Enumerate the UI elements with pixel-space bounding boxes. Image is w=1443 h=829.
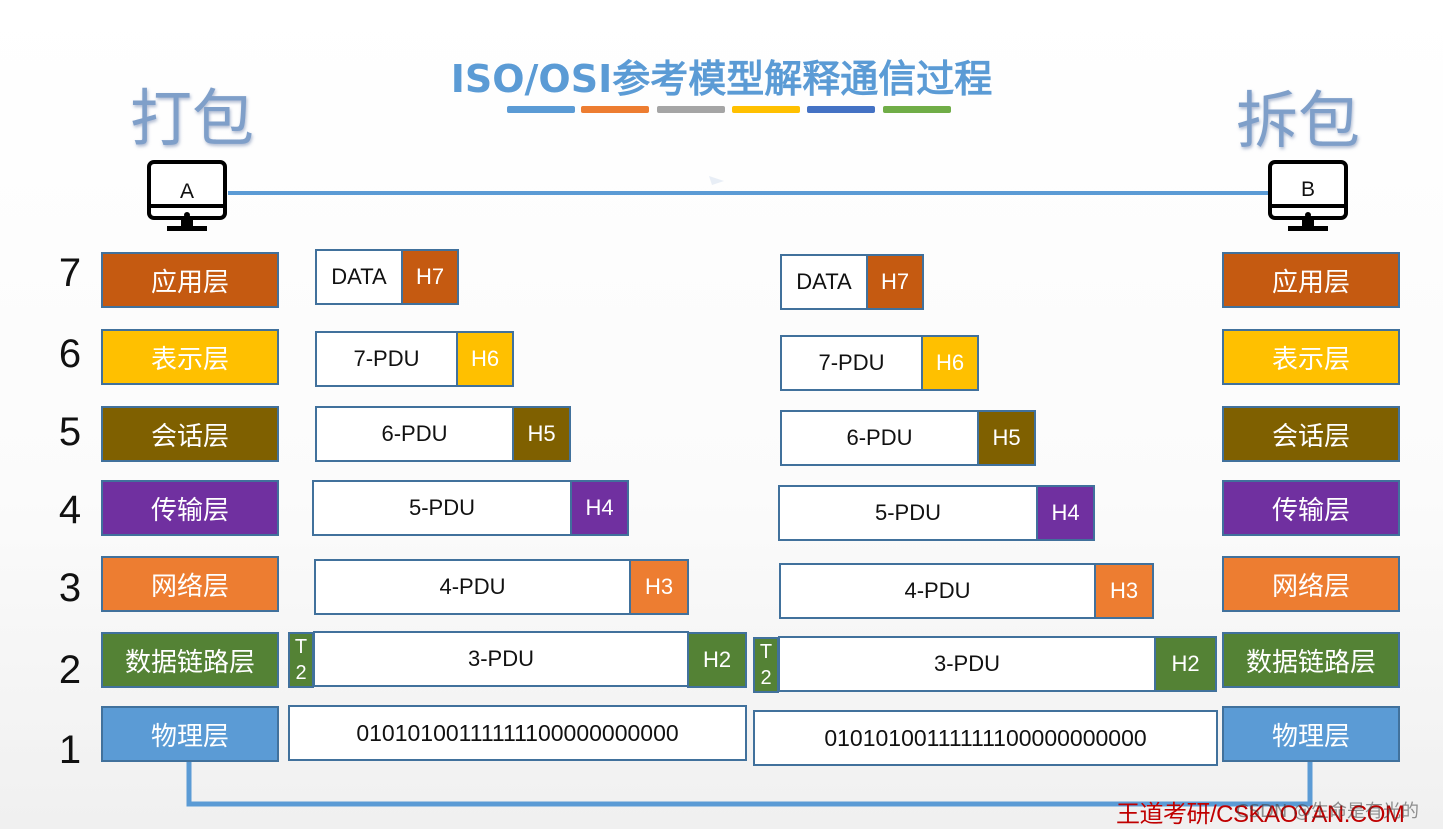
pdu-3-left: 3-PDU xyxy=(313,631,689,687)
header-h2-left: H2 xyxy=(687,632,747,688)
header-h7-right: H7 xyxy=(866,254,924,310)
pdu-5-right: 5-PDU xyxy=(778,485,1038,541)
pdu-6-right: 6-PDU xyxy=(780,410,979,466)
pdu-6-left: 6-PDU xyxy=(315,406,514,462)
row-number-1: 1 xyxy=(58,728,82,772)
packet-arrow-icon xyxy=(709,176,724,185)
header-h5-left: H5 xyxy=(512,406,571,462)
pdu-7-left: 7-PDU xyxy=(315,331,458,387)
header-h2-right: H2 xyxy=(1154,636,1217,692)
header-h6-right: H6 xyxy=(921,335,979,391)
trailer-t2-right: T 2 xyxy=(753,637,779,693)
physical-medium-line xyxy=(186,762,1313,807)
layer-session-right: 会话层 xyxy=(1222,406,1400,462)
trailer-t2-right-digit: 2 xyxy=(760,667,772,689)
row-number-4: 4 xyxy=(58,488,82,532)
layer-application-left: 应用层 xyxy=(101,252,279,308)
layer-session-left: 会话层 xyxy=(101,406,279,462)
layer-physical-right: 物理层 xyxy=(1222,706,1400,762)
pdu-5-left: 5-PDU xyxy=(312,480,572,536)
header-h5-right: H5 xyxy=(977,410,1036,466)
pdu-3-right: 3-PDU xyxy=(778,636,1156,692)
monitor-icon xyxy=(1268,160,1348,231)
layer-datalink-right: 数据链路层 xyxy=(1222,632,1400,688)
unpack-label: 拆包 xyxy=(1236,84,1361,157)
layer-presentation-left: 表示层 xyxy=(101,329,279,385)
bitstream-right: 01010100111111100000000000 xyxy=(753,710,1218,766)
row-number-3: 3 xyxy=(58,566,82,610)
pack-label: 打包 xyxy=(130,82,255,155)
pdu-4-right: 4-PDU xyxy=(779,563,1096,619)
pdu-data-left: DATA xyxy=(315,249,403,305)
pdu-7-right: 7-PDU xyxy=(780,335,923,391)
layer-physical-left: 物理层 xyxy=(101,706,279,762)
host-b: B xyxy=(1268,160,1348,232)
trailer-t2-left-digit: 2 xyxy=(295,662,307,684)
trailer-t2-left: T 2 xyxy=(288,632,314,688)
layer-network-right: 网络层 xyxy=(1222,556,1400,612)
title-bar-3 xyxy=(657,106,725,113)
header-h6-left: H6 xyxy=(456,331,514,387)
layer-datalink-left: 数据链路层 xyxy=(101,632,279,688)
header-h3-right: H3 xyxy=(1094,563,1154,619)
title-bar-6 xyxy=(883,106,951,113)
page-title: ISO/OSI参考模型解释通信过程 xyxy=(450,57,993,101)
layer-presentation-right: 表示层 xyxy=(1222,329,1400,385)
bitstream-left: 01010100111111100000000000 xyxy=(288,705,747,761)
layer-network-left: 网络层 xyxy=(101,556,279,612)
watermark: 王道考研/CSKAOYAN.COM xyxy=(1116,801,1405,828)
trailer-t2-right-letter: T xyxy=(759,641,773,663)
host-b-label: B xyxy=(1300,178,1315,201)
header-h3-left: H3 xyxy=(629,559,689,615)
layer-transport-left: 传输层 xyxy=(101,480,279,536)
layer-application-right: 应用层 xyxy=(1222,252,1400,308)
title-bar-2 xyxy=(581,106,649,113)
host-a-label: A xyxy=(179,180,194,203)
header-h4-right: H4 xyxy=(1036,485,1095,541)
pdu-4-left: 4-PDU xyxy=(314,559,631,615)
header-h4-left: H4 xyxy=(570,480,629,536)
watermark-overlay: CSDN @生命是有光的 xyxy=(1236,801,1420,822)
pdu-data-right: DATA xyxy=(780,254,868,310)
host-a: A xyxy=(147,160,227,232)
header-h7-left: H7 xyxy=(401,249,459,305)
monitor-icon xyxy=(147,160,227,231)
trailer-t2-left-letter: T xyxy=(294,636,308,658)
row-number-7: 7 xyxy=(58,251,82,295)
row-number-6: 6 xyxy=(58,332,82,376)
title-bar-5 xyxy=(807,106,875,113)
title-bar-1 xyxy=(507,106,575,113)
layer-transport-right: 传输层 xyxy=(1222,480,1400,536)
title-bar-4 xyxy=(732,106,800,113)
row-number-5: 5 xyxy=(58,410,82,454)
row-number-2: 2 xyxy=(58,648,82,692)
